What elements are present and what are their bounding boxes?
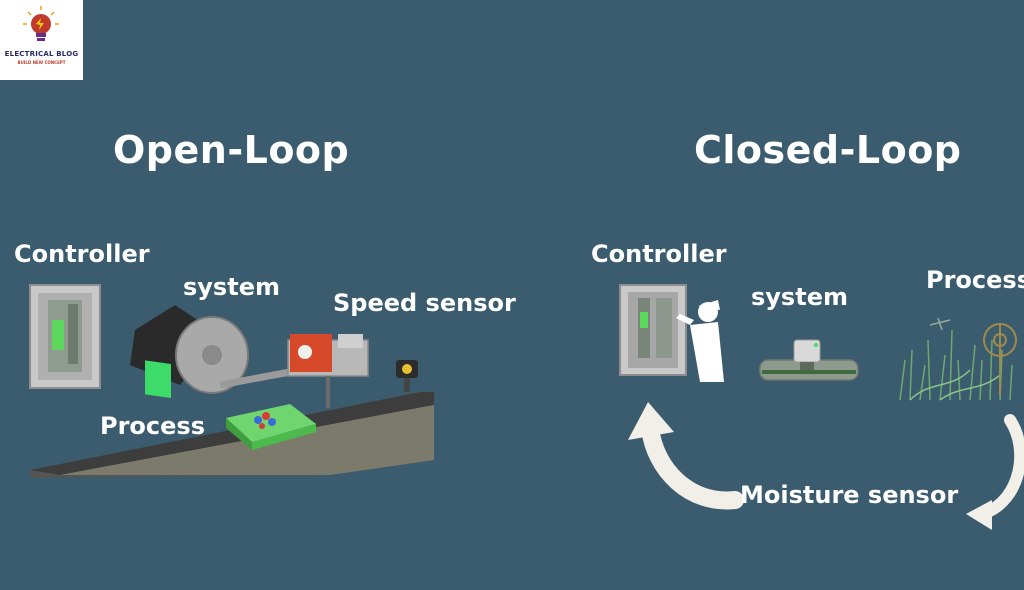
closed-loop-process-label: Process [926,266,1024,294]
feedback-arrow-left [628,402,744,510]
lightbulb-icon [23,6,59,41]
moisture-sensor-label: Moisture sensor [740,481,959,509]
speed-sensor-label: Speed sensor [333,289,516,317]
electrical-blog-logo: ELECTRICAL BLOG BUILD NEW CONCEPT [0,0,83,80]
motor-icon [130,305,291,399]
closed-loop-title: Closed-Loop [694,128,962,172]
closed-loop-controller-label: Controller [591,240,727,268]
closed-loop-system-label: system [751,283,848,311]
logo-tagline: BUILD NEW CONCEPT [17,60,66,65]
operator-icon [676,300,724,382]
conveyor-belt [30,392,434,478]
closed-loop-controller-icon [619,284,687,376]
open-loop-controller-label: Controller [14,240,150,268]
open-loop-process-label: Process [100,412,205,440]
process-block-icon [226,404,316,450]
speed-sensor-icon [287,334,418,408]
open-loop-title: Open-Loop [113,128,350,172]
plants-icon [899,317,1017,401]
logo-name: ELECTRICAL BLOG [4,50,79,58]
pipe-valve-icon [759,339,859,381]
feedback-arrow-right [966,414,1024,530]
open-loop-system-label: system [183,273,280,301]
controller-cabinet-icon [29,284,101,389]
